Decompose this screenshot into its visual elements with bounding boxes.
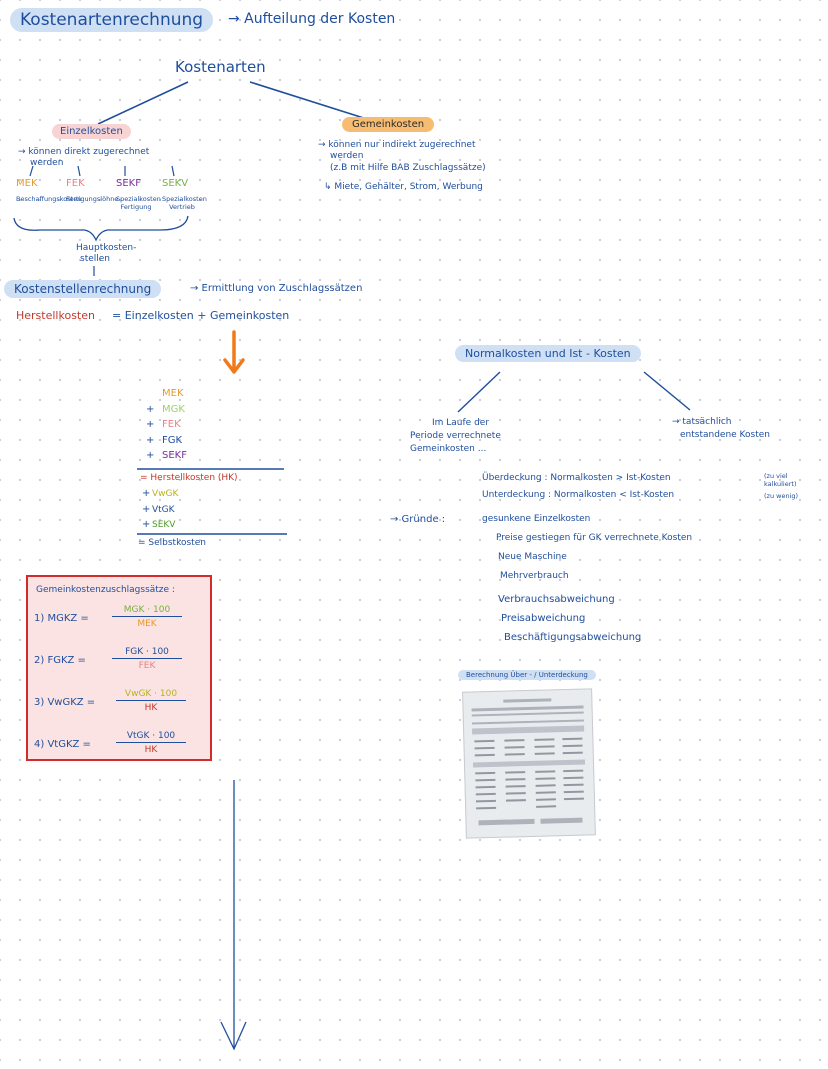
normal-right-1: → tatsächlich [672, 417, 732, 427]
grund-item: gesunkene Einzelkosten [482, 514, 591, 524]
zuschlag-numerator: VtGK · 100 [126, 731, 176, 741]
normal-right-2: entstandene Kosten [680, 430, 770, 440]
calc-plus: + [142, 503, 151, 515]
abweichung-item: Preisabweichung [501, 613, 586, 624]
einzelkosten-desc-1: → können direkt zugerechnet [18, 147, 150, 157]
photo-caption: Berechnung Über - / Unterdeckung [458, 670, 596, 680]
branch-line-left [97, 81, 189, 125]
unterdeckung-note: (zu wenig) [764, 492, 799, 500]
zuschlag-formula-label: 2) FGKZ = [34, 655, 86, 666]
einzelkosten-desc-2: werden [30, 158, 64, 168]
calc-plus: + [142, 488, 151, 499]
einzelkosten-note: Beschaffungskosten [16, 195, 82, 203]
calc-plus: + [146, 403, 155, 415]
einzelkosten-code: SEKF [116, 178, 141, 189]
formula-right: = Einzelkosten + Gemeinkosten [112, 309, 290, 322]
calc-plus: + [146, 450, 155, 461]
gemeinkosten-desc-2: werden [330, 151, 364, 161]
einzelkosten-code: FEK [66, 178, 85, 189]
tree-root: Kostenarten [175, 58, 266, 76]
kostenstellen-arrow-text: → Ermittlung von Zuschlagssätzen [190, 283, 363, 294]
zuschlag-numerator: VwGK · 100 [124, 689, 178, 699]
ueberdeckung-note: (zu viel kalkuliert) [764, 472, 797, 488]
calc-term: FGK [162, 434, 183, 446]
einzelkosten-code: MEK [16, 178, 38, 189]
zuschlag-formula-label: 4) VtGKZ = [34, 739, 91, 750]
zuschlag-denominator: HK [116, 742, 186, 755]
einzelkosten-note: Spezialkosten Vertrieb [162, 195, 207, 211]
page-title: Kostenartenrechnung [10, 8, 214, 32]
zuschlagssaetze-box: Gemeinkostenzuschlagssätze : 1) MGKZ = MG… [26, 575, 212, 761]
calc-result-1: = Herstellkosten (HK) [140, 473, 238, 483]
grund-item: Preise gestiegen für GK verrechnete Kost… [496, 533, 693, 543]
calc-term: VwGK [152, 489, 179, 499]
einzelkosten-code: SEKV [162, 178, 189, 189]
calc-term: SEKF [162, 450, 187, 461]
brace [13, 215, 189, 242]
grund-item: Neue Maschine [498, 552, 567, 562]
zuschlag-denominator: MEK [112, 616, 182, 629]
zuschlag-denominator: FEK [112, 658, 182, 671]
gemeinkosten-label: Gemeinkosten [342, 117, 435, 132]
calc-term: MGK [162, 403, 185, 415]
zuschlag-formula-label: 3) VwGKZ = [34, 697, 96, 708]
normal-left-1: Im Laufe der [432, 418, 490, 428]
abweichung-item: Verbrauchsabweichung [498, 594, 615, 605]
calc-plus: + [146, 434, 155, 446]
long-down-arrow [220, 780, 247, 1051]
gemeinkosten-desc-3: (z.B mit Hilfe BAB Zuschlagssätze) [330, 163, 486, 173]
abweichung-item: Beschäftigungsabweichung [504, 632, 642, 643]
zuschlag-numerator: MGK · 100 [123, 605, 171, 615]
normal-title: Normalkosten und Ist - Kosten [455, 345, 641, 362]
gemeinkosten-desc-4: ↳ Miete, Gehälter, Strom, Werbung [324, 182, 483, 192]
calc-term: SEKV [152, 520, 176, 530]
branch-line-right [249, 81, 371, 121]
gruende-label: → Gründe : [390, 514, 446, 525]
zuschlag-denominator: HK [116, 700, 186, 713]
orange-arrow [223, 330, 245, 374]
ueberdeckung: Überdeckung : Normalkosten > Ist-Kosten [482, 473, 671, 483]
zuschlag-numerator: FGK · 100 [125, 647, 169, 657]
kostenstellen-label: Kostenstellenrechnung [4, 280, 162, 298]
grund-item: Mehrverbrauch [500, 571, 569, 581]
calc-result-2: = Selbstkosten [138, 538, 206, 548]
document-photo [462, 688, 596, 839]
normal-left-2: Periode verrechnete [410, 431, 501, 441]
einzelkosten-label: Einzelkosten [52, 124, 131, 139]
einzelkosten-note: Spezialkosten Fertigung [116, 195, 161, 211]
calc-term: VtGK [152, 504, 175, 515]
normal-left-3: Gemeinkosten ... [410, 444, 487, 454]
calc-term: FEK [162, 419, 181, 430]
formula-herstellkosten: Herstellkosten [16, 309, 95, 322]
unterdeckung: Unterdeckung : Normalkosten < Ist-Kosten [482, 490, 675, 500]
calc-term: MEK [162, 388, 184, 399]
gemeinkosten-desc-1: → können nur indirekt zugerechnet [318, 140, 476, 150]
calc-plus: + [142, 519, 151, 530]
zuschlag-title: Gemeinkostenzuschlagssätze : [36, 585, 175, 595]
calc-plus: + [146, 419, 155, 430]
merge-label-2: stellen [80, 254, 110, 264]
zuschlag-formula-label: 1) MGKZ = [34, 613, 89, 624]
einzelkosten-note: Fertigungslöhne [66, 195, 119, 203]
page-subtitle: → Aufteilung der Kosten [228, 11, 396, 27]
merge-label-1: Hauptkosten- [76, 243, 137, 253]
